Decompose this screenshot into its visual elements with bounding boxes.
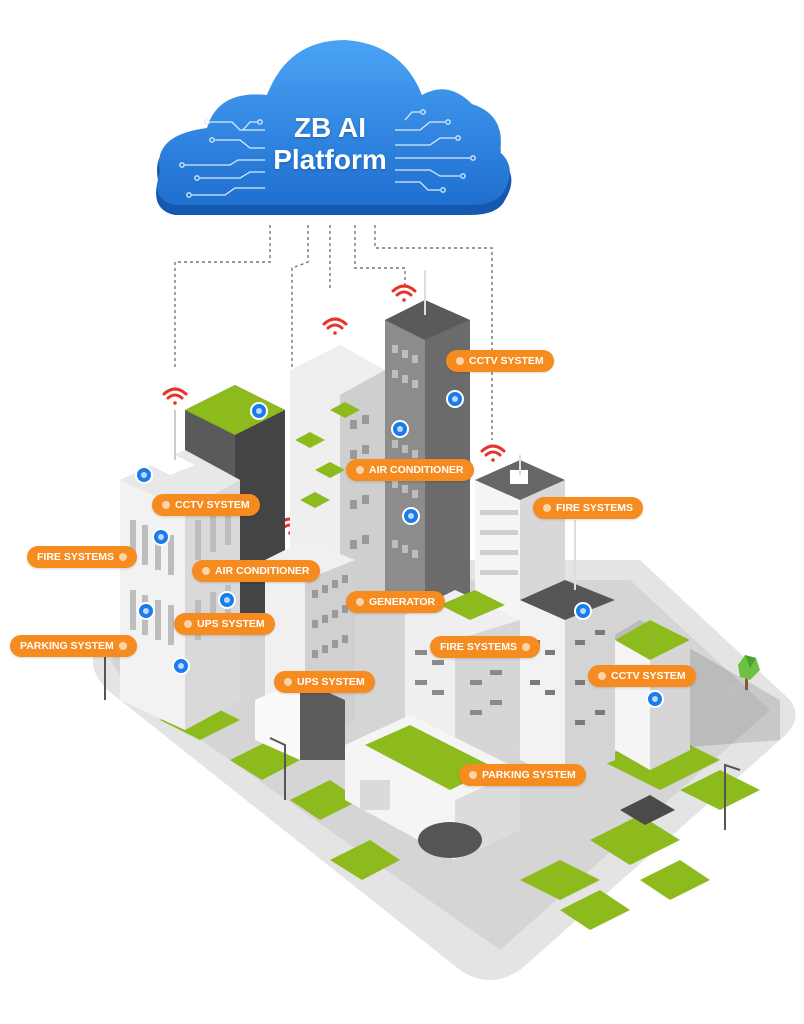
tag-dot-icon — [598, 672, 606, 680]
sensor-icon — [648, 692, 662, 706]
tag-cctv-system: CCTV SYSTEM — [446, 350, 554, 372]
tag-dot-icon — [184, 620, 192, 628]
tag-dot-icon — [162, 501, 170, 509]
sensor-icon — [139, 604, 153, 618]
tag-cctv-system: CCTV SYSTEM — [152, 494, 260, 516]
cloud-title-line2: Platform — [273, 144, 387, 175]
tag-generator: GENERATOR — [346, 591, 446, 613]
sensor-icon — [220, 593, 234, 607]
sensor-icon — [174, 659, 188, 673]
sensor-icon — [576, 604, 590, 618]
tag-fire-systems: FIRE SYSTEMS — [27, 546, 138, 568]
tag-dot-icon — [284, 678, 292, 686]
sensor-icon — [154, 530, 168, 544]
sensor-icon — [393, 422, 407, 436]
cloud-title-line1: ZB AI — [293, 112, 367, 143]
sensor-icon — [448, 392, 462, 406]
tag-dot-icon — [522, 643, 531, 651]
sensor-icon — [137, 468, 151, 482]
tag-dot-icon — [543, 504, 551, 512]
cloud-shape — [156, 40, 512, 215]
tag-dot-icon — [456, 357, 464, 365]
tag-dot-icon — [119, 553, 128, 561]
tree-icon — [720, 655, 760, 695]
tag-dot-icon — [469, 771, 477, 779]
tag-air-conditioner: AIR CONDITIONER — [192, 560, 320, 582]
tag-fire-systems: FIRE SYSTEMS — [533, 497, 644, 519]
tag-fire-systems: FIRE SYSTEMS — [430, 636, 541, 658]
tag-ups-system: UPS SYSTEM — [174, 613, 275, 635]
tag-dot-icon — [356, 598, 364, 606]
tag-air-conditioner: AIR CONDITIONER — [346, 459, 474, 481]
tag-dot-icon — [356, 466, 364, 474]
cloud-title: ZB AI Platform — [240, 112, 420, 176]
tag-parking-system: PARKING SYSTEM — [10, 635, 137, 657]
tag-ups-system: UPS SYSTEM — [274, 671, 375, 693]
sensor-icon — [252, 404, 266, 418]
tag-dot-icon — [202, 567, 210, 575]
tag-parking-system: PARKING SYSTEM — [459, 764, 586, 786]
sensor-icon — [404, 509, 418, 523]
tag-dot-icon — [118, 642, 127, 650]
tag-cctv-system: CCTV SYSTEM — [588, 665, 696, 687]
